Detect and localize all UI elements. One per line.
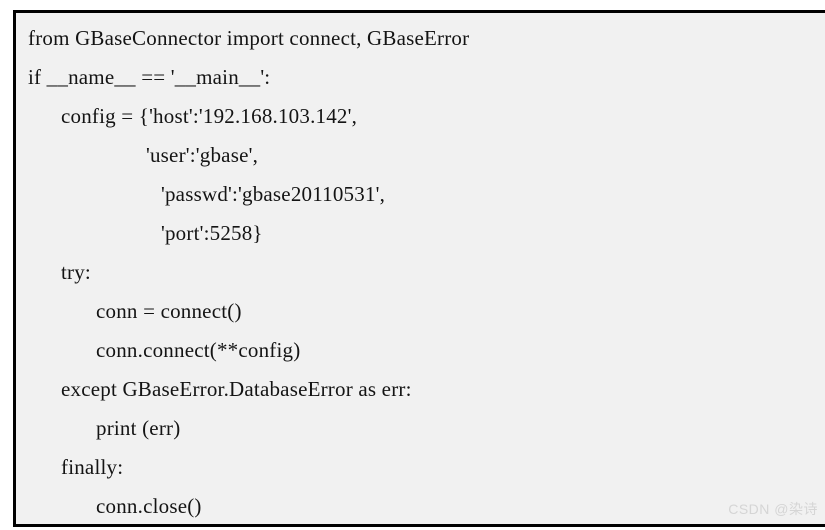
code-line: config = {'host':'192.168.103.142', bbox=[61, 104, 358, 128]
code-line: except GBaseError.DatabaseError as err: bbox=[61, 377, 412, 401]
code-line: conn.close() bbox=[96, 494, 202, 518]
watermark: CSDN @染诗 bbox=[728, 501, 818, 517]
code-line: 'port':5258} bbox=[161, 221, 263, 245]
code-line: print (err) bbox=[96, 416, 181, 440]
code-line: 'user':'gbase', bbox=[146, 143, 259, 167]
code-line: if __name__ == '__main__': bbox=[28, 65, 271, 89]
code-line: 'passwd':'gbase20110531', bbox=[161, 182, 386, 206]
code-line: finally: bbox=[61, 455, 124, 479]
code-line: from GBaseConnector import connect, GBas… bbox=[28, 26, 470, 50]
code-line: conn.connect(**config) bbox=[96, 338, 301, 362]
code-line: try: bbox=[61, 260, 91, 284]
code-line: conn = connect() bbox=[96, 299, 242, 323]
code-block: from GBaseConnector import connect, GBas… bbox=[13, 10, 825, 527]
